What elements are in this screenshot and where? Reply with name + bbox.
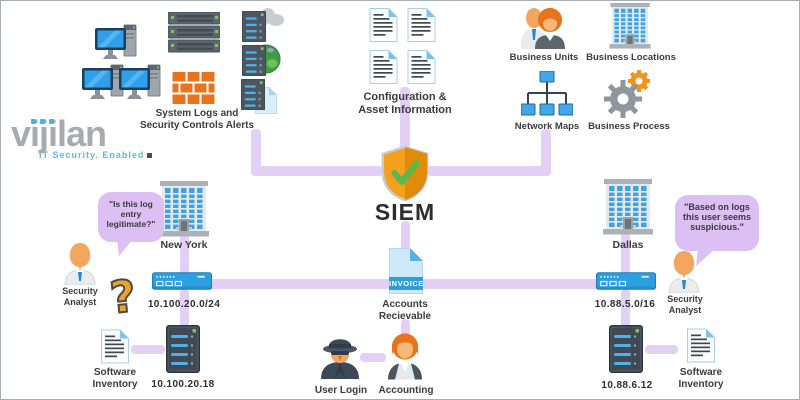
software-inventory-doc-icon <box>687 328 715 363</box>
connector-swdoc-server-left <box>131 345 165 354</box>
server-tower-icon <box>609 324 643 374</box>
dallas-subnet-label: 10.88.5.0/16 <box>594 299 656 310</box>
spy-user-icon <box>317 328 363 380</box>
city-building-icon <box>603 179 653 235</box>
business-units-icon <box>519 5 567 49</box>
svg-text:?: ? <box>108 271 139 324</box>
network-map-icon <box>521 71 573 117</box>
config-line1: Configuration & <box>363 91 447 103</box>
page-fold <box>410 248 423 261</box>
connector-siem-to-invoice <box>401 221 410 255</box>
rack-server-icon <box>168 12 220 54</box>
speech-bubble-tail <box>117 239 133 256</box>
desktop-computer-icon <box>95 24 141 64</box>
dallas-server-ip-label: 10.88.6.12 <box>601 380 653 391</box>
software-inventory-doc-icon <box>101 329 129 364</box>
connector-main-right <box>421 279 626 289</box>
connector-invoice-accounting <box>401 319 410 339</box>
log-server-icon <box>242 45 266 76</box>
office-building-icon <box>607 3 653 49</box>
brand-text: vijilan <box>11 113 107 154</box>
network-switch-icon <box>596 272 656 290</box>
logo-square-mark <box>147 152 153 158</box>
connector-logs-vertical <box>251 129 261 176</box>
connector-config-to-siem <box>400 87 410 151</box>
config-line2: Asset Information <box>358 103 452 116</box>
accounts-receivable-label: Accounts Recievable <box>378 299 432 322</box>
software-inventory-left-label: Software Inventory <box>92 367 138 390</box>
desktop-computer-icon <box>119 64 165 104</box>
software-inventory-right-label: Software Inventory <box>678 367 724 390</box>
firewall-icon <box>172 72 215 104</box>
log-server-icon <box>242 11 266 42</box>
logo-dot-icon <box>31 119 36 124</box>
gears-icon <box>603 67 653 119</box>
ny-server-ip-label: 10.100.20.18 <box>151 379 215 390</box>
ny-city-label: New York <box>160 239 208 251</box>
city-building-icon <box>159 181 209 237</box>
system-logs-line1: System Logs and <box>155 108 239 119</box>
document-icon <box>369 8 398 42</box>
system-logs-label: System Logs and Security Controls Alerts <box>131 108 263 132</box>
speech-bubble-left: "Is this log entry legitimate?" <box>98 192 164 242</box>
speech-bubble-tail <box>696 248 716 266</box>
network-maps-label: Network Maps <box>514 121 580 132</box>
analyst-left-label: Security Analyst <box>62 286 98 307</box>
siem-label: SIEM <box>374 199 436 225</box>
config-assets-label: Configuration & Asset Information <box>341 91 469 117</box>
server-tower-icon <box>166 324 200 374</box>
connector-maps-horizontal <box>427 166 551 176</box>
business-units-label: Business Units <box>509 52 579 63</box>
invoice-banner: INVOICE <box>389 277 425 290</box>
question-mark-icon: ? <box>107 270 140 324</box>
speech-bubble-right: "Based on logs this user seems suspiciou… <box>675 195 759 251</box>
accountant-icon <box>385 331 425 380</box>
logo-tagline-text: IT Security. Enabled <box>39 150 145 160</box>
user-login-label: User Login <box>314 385 368 396</box>
business-process-label: Business Process <box>588 121 670 132</box>
analyst-right-label: Security Analyst <box>667 294 703 315</box>
logo-dot-icon <box>40 119 45 124</box>
siem-shield-icon <box>378 145 432 203</box>
log-server-icon <box>241 79 265 110</box>
invoice-document-icon: INVOICE <box>389 248 423 294</box>
document-icon <box>407 50 436 84</box>
network-switch-icon <box>152 272 212 290</box>
connector-ny-switch-server <box>180 289 189 327</box>
ny-subnet-label: 10.100.20.0/24 <box>147 299 221 310</box>
connector-dallas-switch-server <box>621 289 630 327</box>
document-icon <box>407 8 436 42</box>
security-analyst-icon <box>63 241 97 285</box>
vijilan-logo: vijilan IT Security. Enabled <box>11 115 153 160</box>
dallas-city-label: Dallas <box>612 239 644 251</box>
accounting-label: Accounting <box>378 385 434 396</box>
logo-tagline: IT Security. Enabled <box>39 150 153 160</box>
vijilan-wordmark: vijilan <box>11 115 152 153</box>
logo-dot-icon <box>49 119 54 124</box>
document-icon <box>369 50 398 84</box>
connector-server-swdoc-right <box>645 345 678 354</box>
connector-logs-horizontal <box>251 166 383 176</box>
business-locations-label: Business Locations <box>586 52 676 63</box>
system-logs-line2: Security Controls Alerts <box>139 119 255 131</box>
connector-main-left <box>184 279 391 289</box>
connector-maps-vertical <box>541 129 551 176</box>
connector-spy-accounting <box>360 353 386 362</box>
